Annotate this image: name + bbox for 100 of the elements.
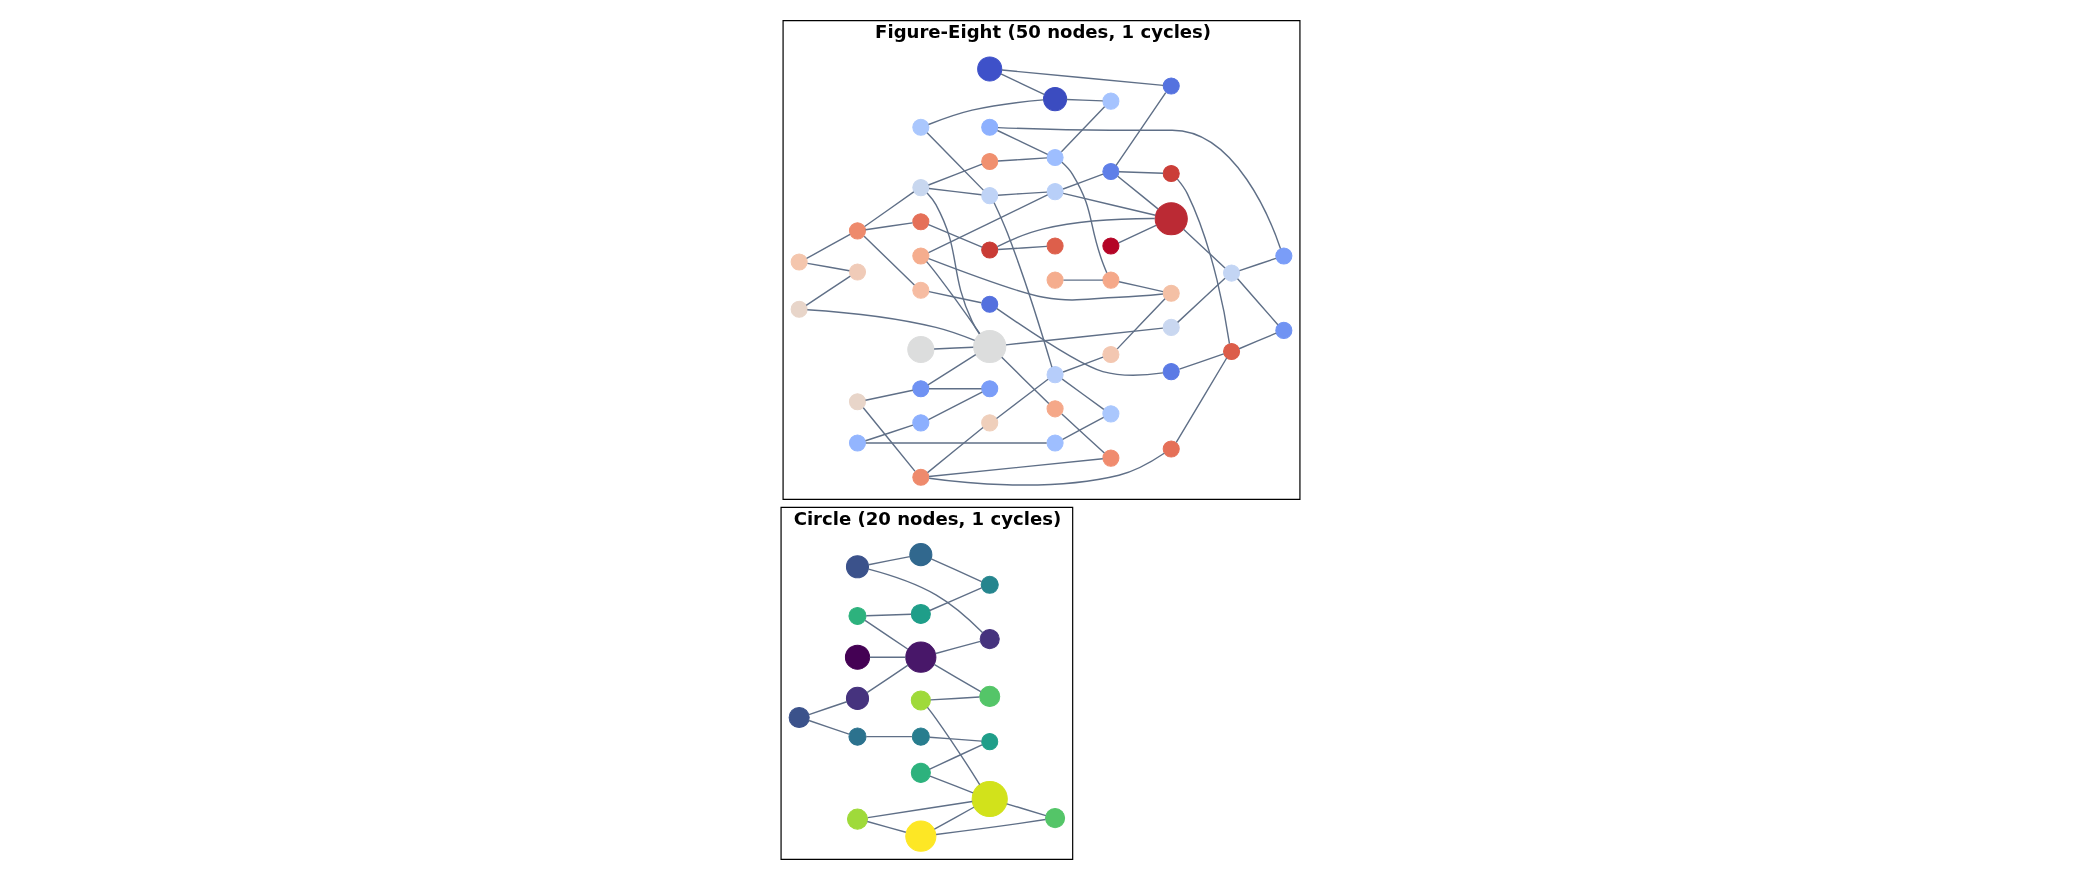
connector [863,191,914,228]
connector [865,613,912,617]
node-circle [847,727,867,746]
connector [1060,161,1107,274]
connector [862,407,916,472]
connector [1238,257,1277,272]
node-circle [1154,202,1188,236]
connector [1117,224,1157,244]
connector [996,217,1155,248]
node-circle [1222,264,1240,282]
node-circle [980,733,998,751]
connector [927,163,983,186]
connector [806,309,975,342]
connector [805,233,851,260]
connector [867,568,983,634]
connector [1061,378,1104,411]
connector [926,354,976,386]
node-circle [911,414,929,432]
node-circle [980,295,998,313]
node-circle [848,263,866,281]
connector [1182,228,1226,269]
connector [863,619,908,650]
connector [925,260,980,335]
connector [866,820,907,833]
connector [865,735,913,738]
node-circle [846,808,868,830]
node-circle [1042,87,1067,112]
node-circle [911,727,930,746]
node-circle [911,380,929,398]
node-circle [911,213,929,231]
connector [927,223,983,248]
connector [807,701,847,716]
node-circle [980,118,998,136]
node-circle [980,414,998,432]
connector [1005,803,1047,817]
node-circle [911,179,929,197]
node-circle [1162,164,1180,183]
connector [1175,357,1227,444]
cluster: Figure-Eight (50 nodes, 1 cycles) [781,20,1301,500]
connector [995,378,1049,420]
node-circle [1101,345,1119,364]
connector [1236,278,1279,326]
connector [995,307,1164,376]
node-circle [848,393,866,411]
connector [925,131,984,191]
node-circle [911,118,929,136]
connector [928,736,982,742]
node-circle [1222,342,1240,361]
node-circle [1274,321,1292,339]
connector [934,640,981,655]
connector [1178,353,1224,370]
node-circle [788,706,810,729]
connector [865,664,909,694]
connector [1061,356,1104,373]
node-circle [911,281,929,299]
node-circle [978,685,1000,707]
node-circle [976,56,1002,82]
node-circle [1162,440,1180,458]
node-circle [910,762,931,783]
connector [866,800,973,819]
node-circle [971,780,1008,818]
node-circle [1162,284,1180,302]
connector [996,191,1048,196]
connector [927,458,1103,478]
connector [927,452,1165,486]
connector [927,290,982,304]
connector [996,157,1048,162]
connector [927,391,983,421]
connector [929,558,982,583]
connector [1117,281,1164,293]
node-circle [910,603,931,624]
connector [927,187,982,196]
node-circle [1101,449,1119,467]
node-circle [1046,237,1064,255]
connector [926,426,984,474]
node-circle [1101,271,1119,289]
node-circle [980,241,998,259]
node-circle [847,606,867,626]
node-circle [1101,405,1119,423]
node-circle [848,222,866,240]
connector [1000,356,1049,405]
connector [1000,69,1164,87]
connector [996,129,1048,156]
connector [932,346,974,350]
connector [1176,277,1226,324]
connector [927,99,1044,126]
node-circle [980,380,998,398]
node-circle [972,329,1006,364]
connector [1114,91,1166,167]
node-circle [1046,400,1064,418]
connector [996,126,1281,250]
connector [992,202,1053,368]
node-circle [908,543,932,567]
connector [927,388,982,390]
connector [1065,98,1103,102]
node-circle [911,468,929,486]
node-circle [980,575,999,594]
connector [927,194,1048,254]
connector [1004,327,1164,346]
connector [868,656,906,658]
